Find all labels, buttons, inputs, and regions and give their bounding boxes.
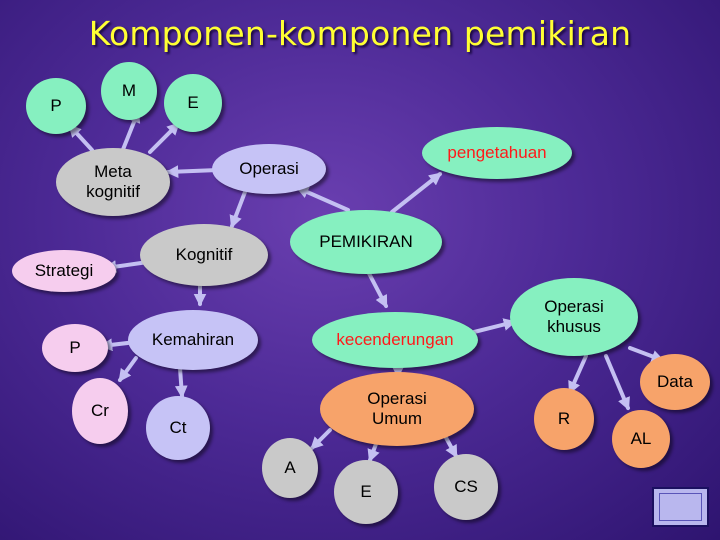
link-meta-to-e xyxy=(148,122,180,154)
link-kemahiran-to-cr xyxy=(118,356,138,383)
node-cs: CS xyxy=(434,454,498,520)
link-operasi-umum-to-cs xyxy=(442,432,458,459)
link-pemikiran-to-operasi xyxy=(295,186,350,212)
node-e-bottom: E xyxy=(334,460,398,524)
slide-title: Komponen-komponen pemikiran xyxy=(88,14,632,53)
node-a: A xyxy=(262,438,318,498)
node-m: M xyxy=(101,62,157,120)
link-operasi-to-meta xyxy=(165,165,220,178)
link-operasi-umum-to-e xyxy=(367,442,380,463)
link-operasi-umum-to-a xyxy=(310,428,332,450)
node-data: Data xyxy=(640,354,710,410)
node-cr: Cr xyxy=(72,378,128,444)
slide-navigation-button[interactable] xyxy=(652,487,709,527)
link-operasi-khusus-to-r xyxy=(568,354,588,395)
node-operasi: Operasi xyxy=(212,144,326,194)
node-p-mid: P xyxy=(42,324,108,372)
link-meta-to-p xyxy=(68,124,94,152)
node-al: AL xyxy=(612,410,670,468)
node-operasi-umum: Operasi Umum xyxy=(320,372,474,446)
node-e: E xyxy=(164,74,222,132)
link-kecenderungan-to-operasi-khusus xyxy=(472,318,517,334)
node-kognitif: Kognitif xyxy=(140,224,268,286)
node-r: R xyxy=(534,388,594,450)
node-pemikiran: PEMIKIRAN xyxy=(290,210,442,274)
node-p-top: P xyxy=(26,78,86,134)
node-meta-kognitif: Meta kognitif xyxy=(56,148,170,216)
link-kemahiran-to-ct xyxy=(174,366,188,399)
link-operasi-khusus-to-al xyxy=(604,354,630,411)
node-operasi-khusus: Operasi khusus xyxy=(510,278,638,356)
node-strategi: Strategi xyxy=(12,250,116,292)
node-ct: Ct xyxy=(146,396,210,460)
node-kemahiran: Kemahiran xyxy=(128,310,258,370)
link-operasi-to-kognitif xyxy=(229,190,247,229)
node-kecenderungan: kecenderungan xyxy=(312,312,478,368)
link-pemikiran-to-pengetahuan xyxy=(390,172,443,214)
node-pengetahuan: pengetahuan xyxy=(422,127,572,179)
